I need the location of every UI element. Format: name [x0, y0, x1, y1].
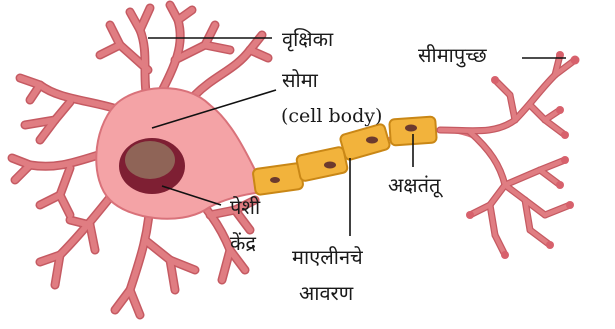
label-axon-terminal: सीमापुच्छ — [418, 43, 487, 68]
axon-terminal — [440, 51, 580, 259]
label-myelin-line2: आवरण — [299, 281, 354, 305]
label-cell-body: (cell body) — [281, 105, 382, 127]
label-nucleus-line1: पेशी — [230, 195, 261, 219]
label-myelin-line1: माएलीनचे — [292, 245, 363, 269]
label-soma: सोमा — [282, 68, 319, 92]
label-dendrites: वृक्षिका — [282, 27, 334, 52]
nucleus — [119, 138, 185, 194]
label-axon: अक्षतंतू — [388, 173, 443, 198]
label-nucleus-line2: केंद्र — [230, 231, 256, 255]
